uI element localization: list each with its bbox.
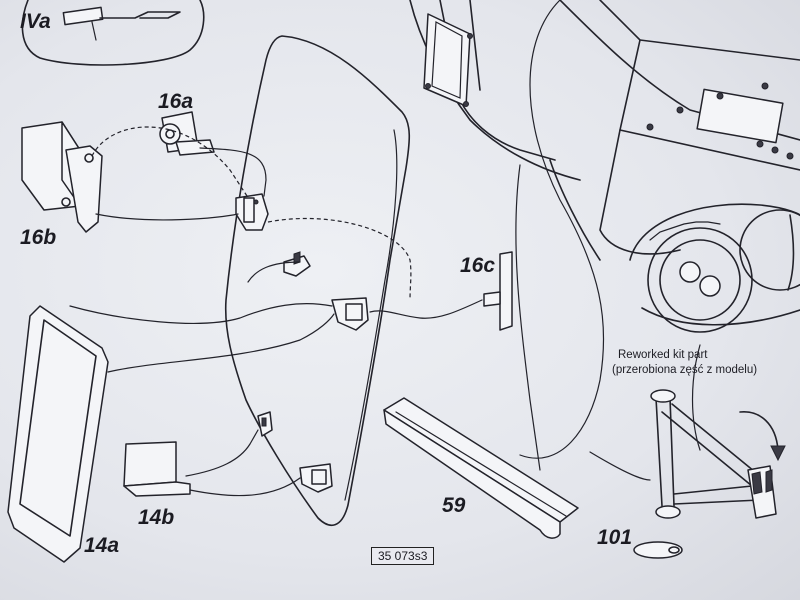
step-iva-detail-bubble xyxy=(21,0,205,66)
part-101-label: 101 xyxy=(597,526,633,549)
track-assembly xyxy=(629,203,800,333)
step-iva-label: IVa xyxy=(20,10,51,33)
part-16a-label: 16a xyxy=(158,90,194,113)
part-59 xyxy=(383,397,579,539)
part-14a xyxy=(7,305,109,563)
part-14b-label: 14b xyxy=(138,506,175,529)
glass-bracket-lower xyxy=(257,411,273,437)
part-16b-label: 16b xyxy=(20,226,57,249)
part-14a-label: 14a xyxy=(84,534,120,557)
part-16c xyxy=(483,251,513,331)
vehicle-hull xyxy=(409,0,800,261)
upper-hinge-mount xyxy=(235,193,269,231)
windscreen-panel xyxy=(224,35,411,527)
reworked-note-line-1: Reworked kit part xyxy=(618,349,708,361)
glass-bracket-bottom xyxy=(299,463,333,493)
glass-bracket-upper xyxy=(283,251,311,277)
reworked-note-line-2: (przerobiona zęść z modelu) xyxy=(612,364,758,376)
part-101 xyxy=(633,389,786,559)
part-16b xyxy=(21,121,103,233)
part-16c-label: 16c xyxy=(460,254,496,277)
part-14b xyxy=(123,441,191,497)
part-16a xyxy=(159,111,215,156)
glass-bracket-middle xyxy=(331,297,369,331)
sheet-code-box: 35 073s3 xyxy=(371,547,435,565)
part-59-label: 59 xyxy=(442,494,466,517)
